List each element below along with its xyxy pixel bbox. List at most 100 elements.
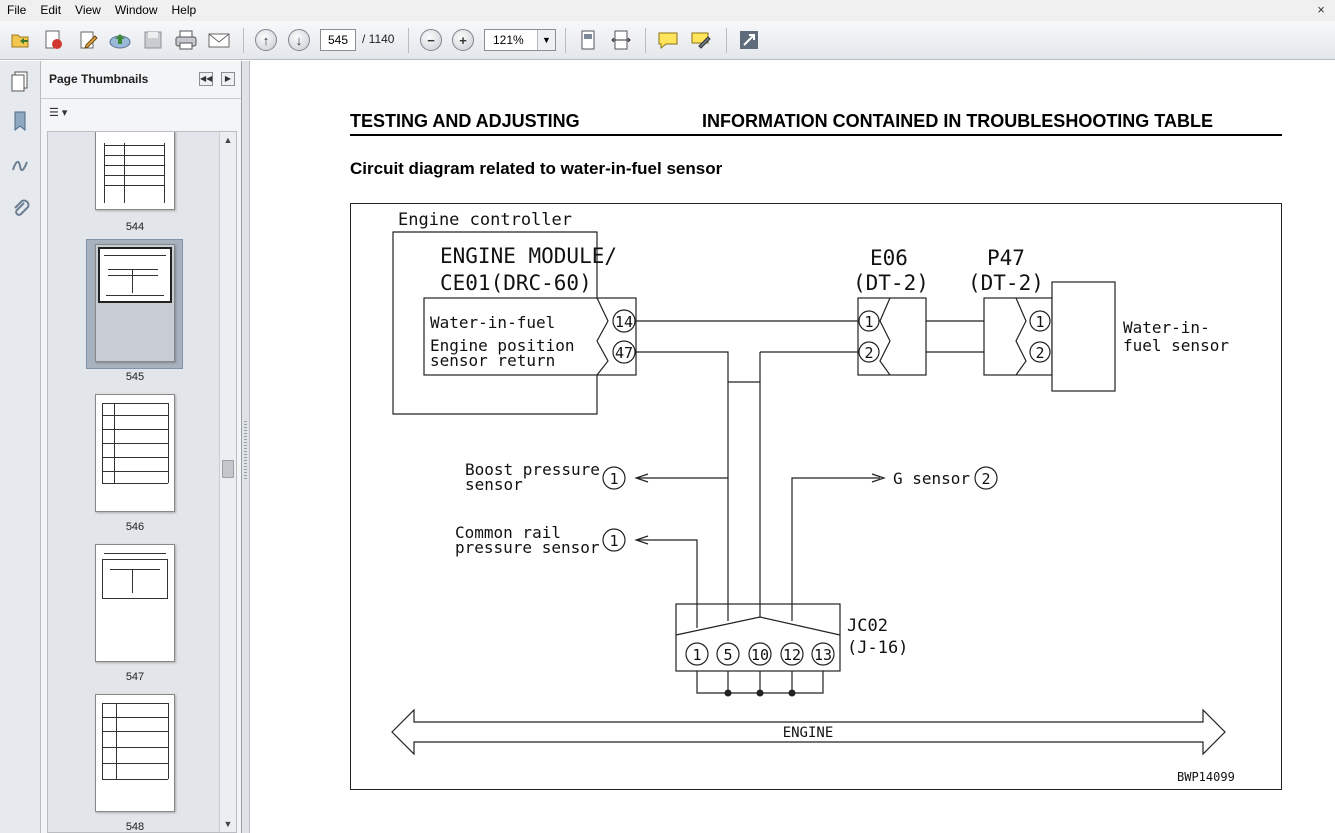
create-pdf-icon[interactable]: [40, 28, 66, 52]
ce01-connector: [423, 297, 637, 376]
scroll-down-icon[interactable]: ▼: [223, 819, 233, 829]
boost-pin: 1: [609, 470, 618, 488]
p47-name: P47: [987, 246, 1025, 270]
comment-icon[interactable]: [655, 28, 681, 52]
e06-type: (DT-2): [853, 271, 929, 295]
fit-width-icon[interactable]: [608, 28, 634, 52]
menu-help[interactable]: Help: [171, 3, 197, 17]
toolbar-separator: [726, 28, 727, 53]
g-sensor-label: G sensor: [893, 469, 970, 488]
expand-icon[interactable]: [736, 28, 762, 52]
close-document-icon[interactable]: ×: [1317, 2, 1325, 17]
engine-controller-label: Engine controller: [398, 210, 572, 230]
menu-edit[interactable]: Edit: [40, 3, 62, 17]
menu-window[interactable]: Window: [114, 3, 158, 17]
header-rule: [350, 134, 1282, 136]
section-title: Circuit diagram related to water-in-fuel…: [350, 159, 723, 178]
bookmarks-icon[interactable]: [8, 109, 32, 133]
rail-pin: 1: [609, 532, 618, 550]
signal-engine-position-1: Engine position: [430, 336, 575, 355]
sensor-label-2: fuel sensor: [1123, 336, 1229, 355]
panel-header: Page Thumbnails ◀◀ ▶: [41, 61, 241, 99]
sensor-label-1: Water-in-: [1123, 318, 1210, 337]
menu-bar: File Edit View Window Help ×: [0, 0, 1335, 21]
page-header-right: INFORMATION CONTAINED IN TROUBLESHOOTING…: [702, 111, 1213, 131]
thumbnail-label: 547: [125, 671, 145, 683]
toolbar-separator: [408, 28, 409, 53]
thumbnail-label: 548: [125, 821, 145, 833]
toolbar-separator: [243, 28, 244, 53]
jc02-pin: 12: [783, 646, 801, 664]
pin-47: 47: [615, 344, 633, 362]
thumbnail-label: 544: [125, 221, 145, 233]
scrollbar-thumb[interactable]: [222, 460, 234, 478]
engine-label: ENGINE: [783, 725, 834, 741]
menu-file[interactable]: File: [7, 3, 27, 17]
e06-pin-2: 2: [864, 344, 873, 362]
jc02-pin: 1: [692, 646, 701, 664]
rail-label-2: pressure sensor: [455, 538, 600, 557]
thumbnail-list: 544 545 546: [47, 131, 237, 833]
jc02-pin: 5: [723, 646, 732, 664]
figure-id: BWP14099: [1177, 770, 1235, 784]
water-in-fuel-sensor: [1051, 281, 1116, 392]
zoom-select[interactable]: 121% ▼: [484, 29, 556, 51]
thumbnail-label: 545: [125, 371, 145, 383]
chevron-down-icon[interactable]: ▼: [537, 30, 555, 50]
thumbnail-options-button[interactable]: ☰ ▾: [49, 107, 68, 119]
pin-14: 14: [615, 313, 633, 331]
scroll-up-icon[interactable]: ▲: [223, 135, 233, 145]
page-header-left: TESTING AND ADJUSTING: [350, 111, 580, 131]
jc02-pin: 13: [814, 646, 832, 664]
zoom-in-icon[interactable]: +: [450, 28, 476, 52]
signal-water-in-fuel: Water-in-fuel: [430, 313, 555, 332]
page-number-input[interactable]: 545: [320, 29, 356, 51]
print-icon[interactable]: [173, 28, 199, 52]
menu-view[interactable]: View: [75, 3, 101, 17]
thumbnail-page-548[interactable]: [95, 694, 175, 812]
edit-icon[interactable]: [75, 28, 101, 52]
g-sensor-pin: 2: [981, 470, 990, 488]
thumbnail-scrollbar[interactable]: ▲ ▼: [219, 132, 236, 832]
page-down-icon[interactable]: ↓: [286, 28, 312, 52]
attachments-icon[interactable]: [8, 196, 32, 220]
p47-pin-2: 2: [1035, 344, 1044, 362]
page-total: / 1140: [362, 32, 395, 46]
module-label-1: ENGINE MODULE/: [440, 244, 617, 268]
thumbnail-page-546[interactable]: [95, 394, 175, 512]
signal-engine-position-2: sensor return: [430, 351, 555, 370]
jc02-pin: 10: [751, 646, 769, 664]
engine-controller-outline: [392, 231, 598, 415]
p47-type: (DT-2): [968, 271, 1044, 295]
jc02-name: JC02: [847, 616, 888, 636]
panel-splitter[interactable]: [242, 61, 250, 833]
zoom-out-icon[interactable]: −: [418, 28, 444, 52]
e06-name: E06: [870, 246, 908, 270]
e06-connector: [857, 297, 927, 376]
highlight-icon[interactable]: [688, 28, 714, 52]
email-icon[interactable]: [206, 28, 232, 52]
pages-icon[interactable]: [8, 69, 32, 93]
module-label-2: CE01(DRC-60): [440, 271, 592, 295]
document-view: TESTING AND ADJUSTING INFORMATION CONTAI…: [250, 61, 1335, 833]
p47-pin-1: 1: [1035, 313, 1044, 331]
open-icon[interactable]: [8, 28, 34, 52]
save-icon[interactable]: [140, 28, 166, 52]
toolbar-separator: [645, 28, 646, 53]
thumbnail-label: 546: [125, 521, 145, 533]
thumbnail-page-545[interactable]: [95, 244, 175, 362]
signatures-icon[interactable]: [8, 153, 32, 177]
e06-pin-1: 1: [864, 313, 873, 331]
boost-label-1: Boost pressure: [465, 460, 600, 479]
collapse-panel-icon[interactable]: ◀◀: [199, 72, 213, 86]
toolbar-separator: [565, 28, 566, 53]
upload-icon[interactable]: [107, 28, 133, 52]
fit-page-icon[interactable]: [575, 28, 601, 52]
thumbnail-page-544[interactable]: [95, 132, 175, 210]
panel-title: Page Thumbnails: [49, 72, 149, 86]
thumbnail-page-547[interactable]: [95, 544, 175, 662]
panel-next-icon[interactable]: ▶: [221, 72, 235, 86]
boost-label-2: sensor: [465, 475, 523, 494]
page-up-icon[interactable]: ↑: [253, 28, 279, 52]
rail-label-1: Common rail: [455, 523, 561, 542]
